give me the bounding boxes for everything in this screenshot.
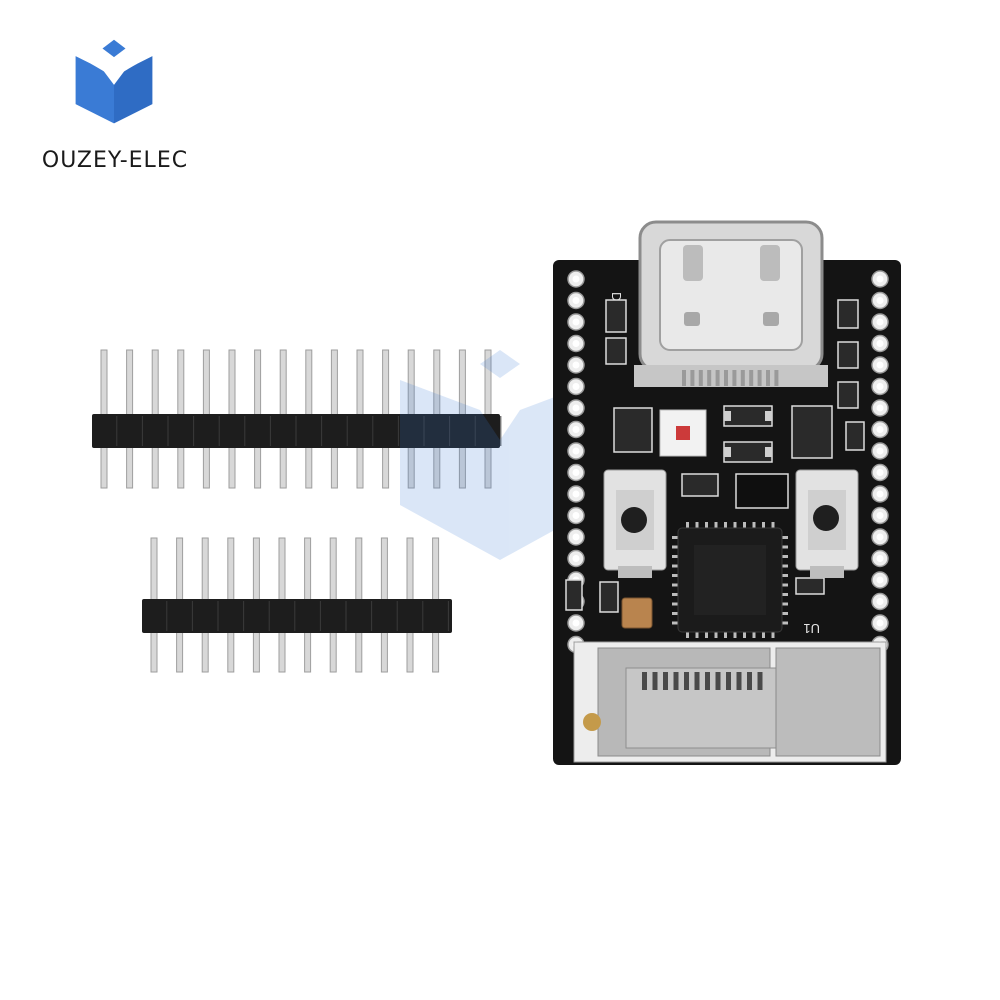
- rf-shield-module: [573, 641, 887, 763]
- rgb-led: [659, 409, 707, 457]
- esp32-dev-board: D1 U1: [553, 220, 901, 765]
- crystal: [621, 597, 653, 629]
- brand-logo: OUZEY-ELEC: [30, 30, 200, 180]
- reset-button: [795, 469, 859, 578]
- brand-name: OUZEY-ELEC: [41, 148, 189, 173]
- esp32-chip: [672, 522, 788, 638]
- boot-button: [603, 469, 667, 578]
- label-u1: U1: [803, 621, 820, 636]
- brand-logo-icon: [75, 39, 153, 124]
- long-pin-header: [92, 349, 502, 489]
- smd-components: [565, 299, 865, 613]
- usb-c-connector: [634, 220, 828, 387]
- right-pin-holes: [871, 270, 889, 654]
- short-pin-header: [142, 537, 452, 673]
